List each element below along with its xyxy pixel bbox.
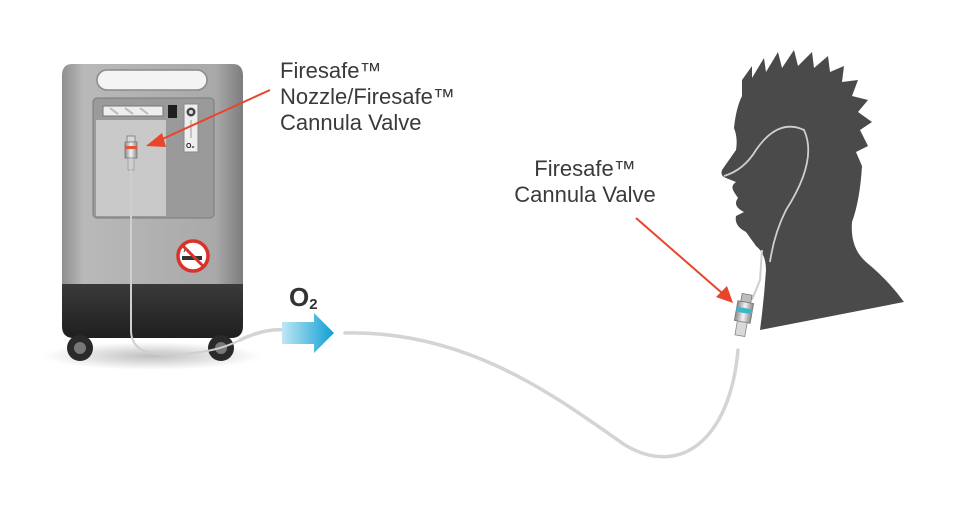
flow-arrow bbox=[282, 313, 334, 353]
pointer-arrow-nozzle bbox=[146, 89, 271, 147]
concentrator-base bbox=[62, 284, 243, 338]
no-smoking-icon bbox=[176, 239, 210, 273]
cannula-tube-neck bbox=[751, 249, 763, 301]
oxygen-concentrator: O₂ bbox=[42, 64, 262, 370]
concentrator-shadow bbox=[42, 342, 262, 370]
display-strip bbox=[102, 105, 164, 117]
label-nozzle-cannula-valve: Firesafe™ Nozzle/Firesafe™ Cannula Valve bbox=[280, 58, 455, 136]
o2-subscript: 2 bbox=[309, 296, 318, 313]
oxygen-tubing-inside bbox=[130, 170, 241, 356]
label-cannula-valve: Firesafe™ Cannula Valve bbox=[505, 156, 665, 208]
o2-flow-label: O2 bbox=[289, 282, 318, 313]
label-nozzle-line3: Cannula Valve bbox=[280, 110, 422, 135]
cannula-valve bbox=[733, 292, 755, 337]
label-cannula-line2: Cannula Valve bbox=[514, 182, 656, 207]
o2-symbol: O bbox=[289, 282, 310, 312]
power-switch bbox=[168, 105, 177, 118]
wheel-left bbox=[67, 335, 93, 361]
label-cannula-line1: Firesafe™ bbox=[534, 156, 636, 181]
label-nozzle-line2: Nozzle/Firesafe™ bbox=[280, 84, 455, 109]
oxygen-tubing bbox=[238, 327, 740, 459]
handle-slot bbox=[96, 69, 208, 91]
label-nozzle-line1: Firesafe™ bbox=[280, 58, 382, 83]
nasal-cannula-line bbox=[723, 125, 810, 263]
pointer-arrow-cannula bbox=[635, 217, 733, 303]
panel-o2-mark: O₂ bbox=[186, 143, 195, 150]
head-silhouette bbox=[721, 50, 904, 330]
